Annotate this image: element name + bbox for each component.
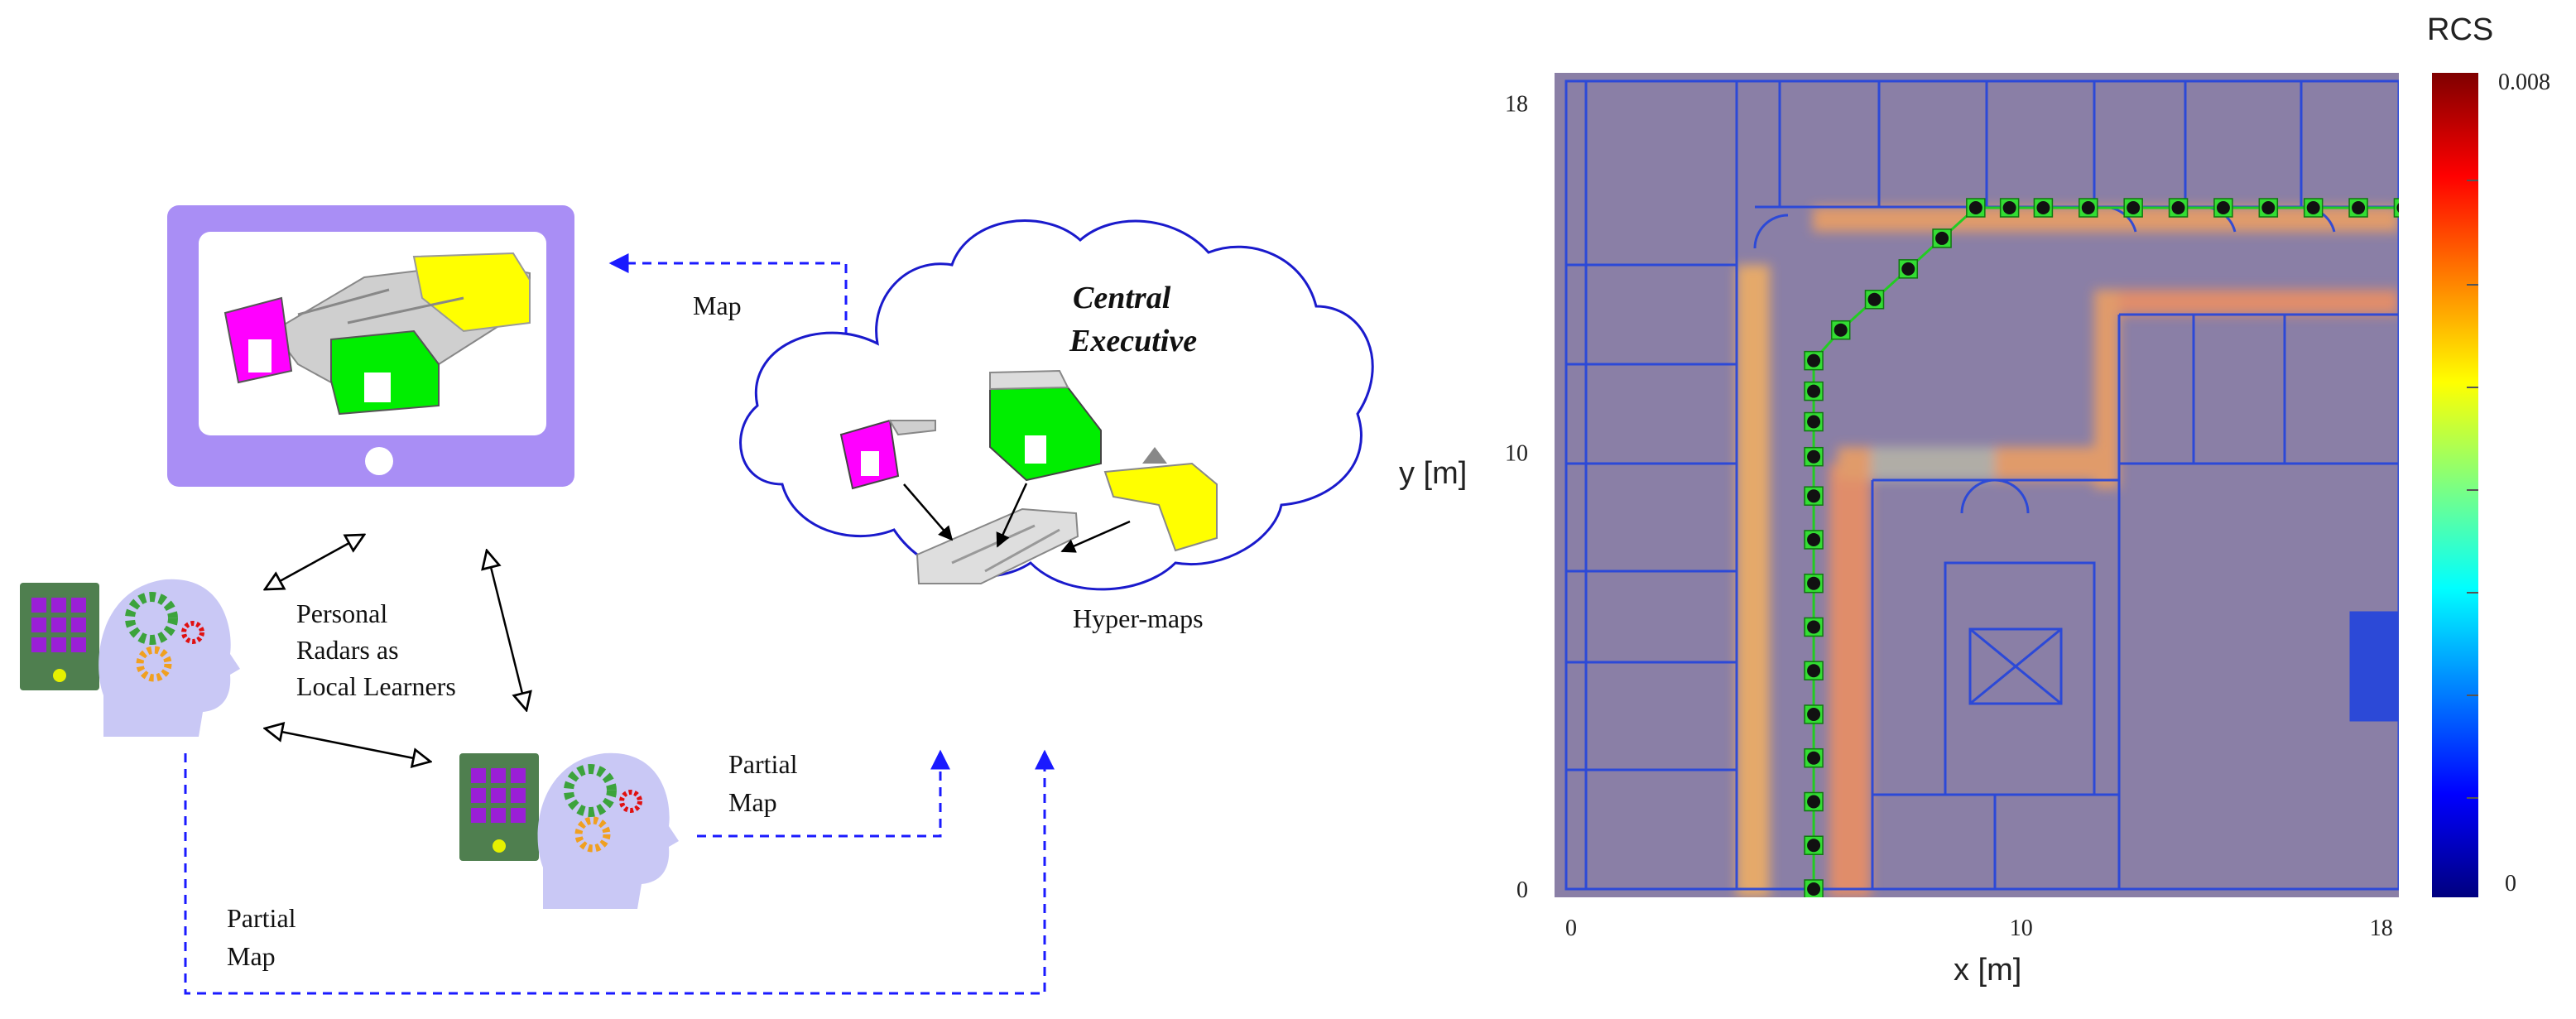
- link-monitor-radar2: [487, 550, 526, 710]
- monitor: [167, 205, 574, 487]
- merge-arrow-magenta: [903, 483, 954, 541]
- monitor-floorplan-image: [223, 252, 531, 416]
- trajectory-point: [1807, 415, 1821, 429]
- trajectory-point: [1807, 489, 1821, 503]
- trajectory-point: [1807, 384, 1821, 398]
- rcs-heat-band: [1737, 207, 2399, 897]
- personal-radars-line2: Radars as: [296, 635, 399, 665]
- map-arrow: [608, 253, 848, 336]
- y-axis-ticks: 0 10 18: [1505, 91, 1528, 903]
- colorbar-title: RCS: [2427, 12, 2493, 47]
- trajectory-point: [1807, 795, 1821, 809]
- radar-trajectory: [1804, 198, 2399, 897]
- x-axis-ticks: 0 10 18: [1565, 916, 2393, 941]
- colorbar-max-label: 0.008: [2498, 70, 2550, 95]
- personal-radars-line3: Local Learners: [296, 671, 456, 701]
- partial-map-right-line1: Partial: [728, 749, 798, 779]
- trajectory-point: [2036, 200, 2050, 214]
- rcs-heatmap-plot: 0 10 18 0 10 18 x [m] y [m] RCS 0.008 0: [1399, 12, 2550, 988]
- trajectory-point: [1807, 707, 1821, 721]
- trajectory-point: [1807, 532, 1821, 546]
- trajectory-point: [1833, 323, 1848, 337]
- colorbar-min-label: 0: [2505, 871, 2516, 896]
- gear-green-icon: [125, 592, 178, 645]
- partial-map-arrow-radar2: [697, 749, 950, 838]
- x-tick-label: 18: [2370, 916, 2393, 941]
- x-axis-label: x [m]: [1954, 953, 2021, 988]
- head-icon: [99, 579, 240, 737]
- trajectory-point: [2306, 200, 2320, 214]
- rcs-colorbar: RCS 0.008 0: [2427, 12, 2550, 897]
- merge-arrow-yellow: [1060, 520, 1131, 553]
- y-tick-label: 10: [1505, 440, 1528, 466]
- personal-radar-2: [459, 752, 679, 909]
- partial-map-yellow: [1103, 447, 1218, 552]
- tablet-icon: [20, 583, 99, 690]
- central-executive-cloud: Central Executive Hyper-maps: [739, 219, 1374, 633]
- link-radar1-radar2: [265, 728, 430, 762]
- y-tick-label: 18: [1505, 91, 1528, 117]
- partial-map-bottom-line2: Map: [227, 941, 276, 971]
- trajectory-point: [1807, 620, 1821, 634]
- partial-map-arrow-radar1: [184, 749, 1055, 995]
- trajectory-point: [1901, 262, 1915, 276]
- gear-red-icon: [619, 790, 642, 813]
- gear-orange-icon: [136, 646, 172, 682]
- trajectory-point: [1968, 200, 1982, 214]
- gear-orange-icon: [574, 816, 611, 853]
- personal-radar-1: [20, 579, 240, 737]
- trajectory-point: [1935, 231, 1949, 245]
- partial-map-right-line2: Map: [728, 787, 777, 817]
- trajectory-point: [1807, 839, 1821, 853]
- x-tick-label: 0: [1565, 916, 1577, 941]
- trajectory-point: [1807, 751, 1821, 765]
- y-axis-label: y [m]: [1399, 456, 1467, 491]
- link-radar1-monitor: [265, 535, 364, 589]
- gear-green-icon: [564, 764, 617, 817]
- trajectory-point: [1807, 353, 1821, 368]
- merge-arrow-green: [996, 483, 1028, 548]
- partial-map-magenta: [839, 419, 936, 490]
- trajectory-point: [2081, 200, 2095, 214]
- head-icon: [537, 752, 679, 909]
- cloud-title-line2: Executive: [1069, 324, 1197, 358]
- partial-map-green: [989, 369, 1102, 482]
- map-arrow-label: Map: [693, 291, 742, 320]
- trajectory-point: [1807, 449, 1821, 464]
- trajectory-point: [1867, 292, 1882, 306]
- trajectory-point: [1807, 664, 1821, 678]
- tablet-icon: [459, 753, 539, 861]
- trajectory-point: [2127, 200, 2141, 214]
- trajectory-point: [2002, 200, 2016, 214]
- trajectory-point: [2396, 203, 2399, 213]
- trajectory-point-frame: [2393, 198, 2399, 218]
- x-tick-label: 10: [2010, 916, 2033, 941]
- personal-radars-line1: Personal: [296, 598, 387, 628]
- trajectory-point: [2352, 200, 2366, 214]
- partial-map-bottom-line1: Partial: [227, 903, 296, 933]
- trajectory-point: [2171, 200, 2185, 214]
- trajectory-point: [1807, 882, 1821, 896]
- trajectory-point: [2261, 200, 2276, 214]
- gear-red-icon: [181, 621, 204, 644]
- hyper-maps-label: Hyper-maps: [1073, 603, 1204, 633]
- cloud-title-line1: Central: [1073, 281, 1171, 315]
- y-tick-label: 0: [1516, 877, 1528, 903]
- trajectory-point: [2216, 200, 2230, 214]
- trajectory-point: [1807, 576, 1821, 590]
